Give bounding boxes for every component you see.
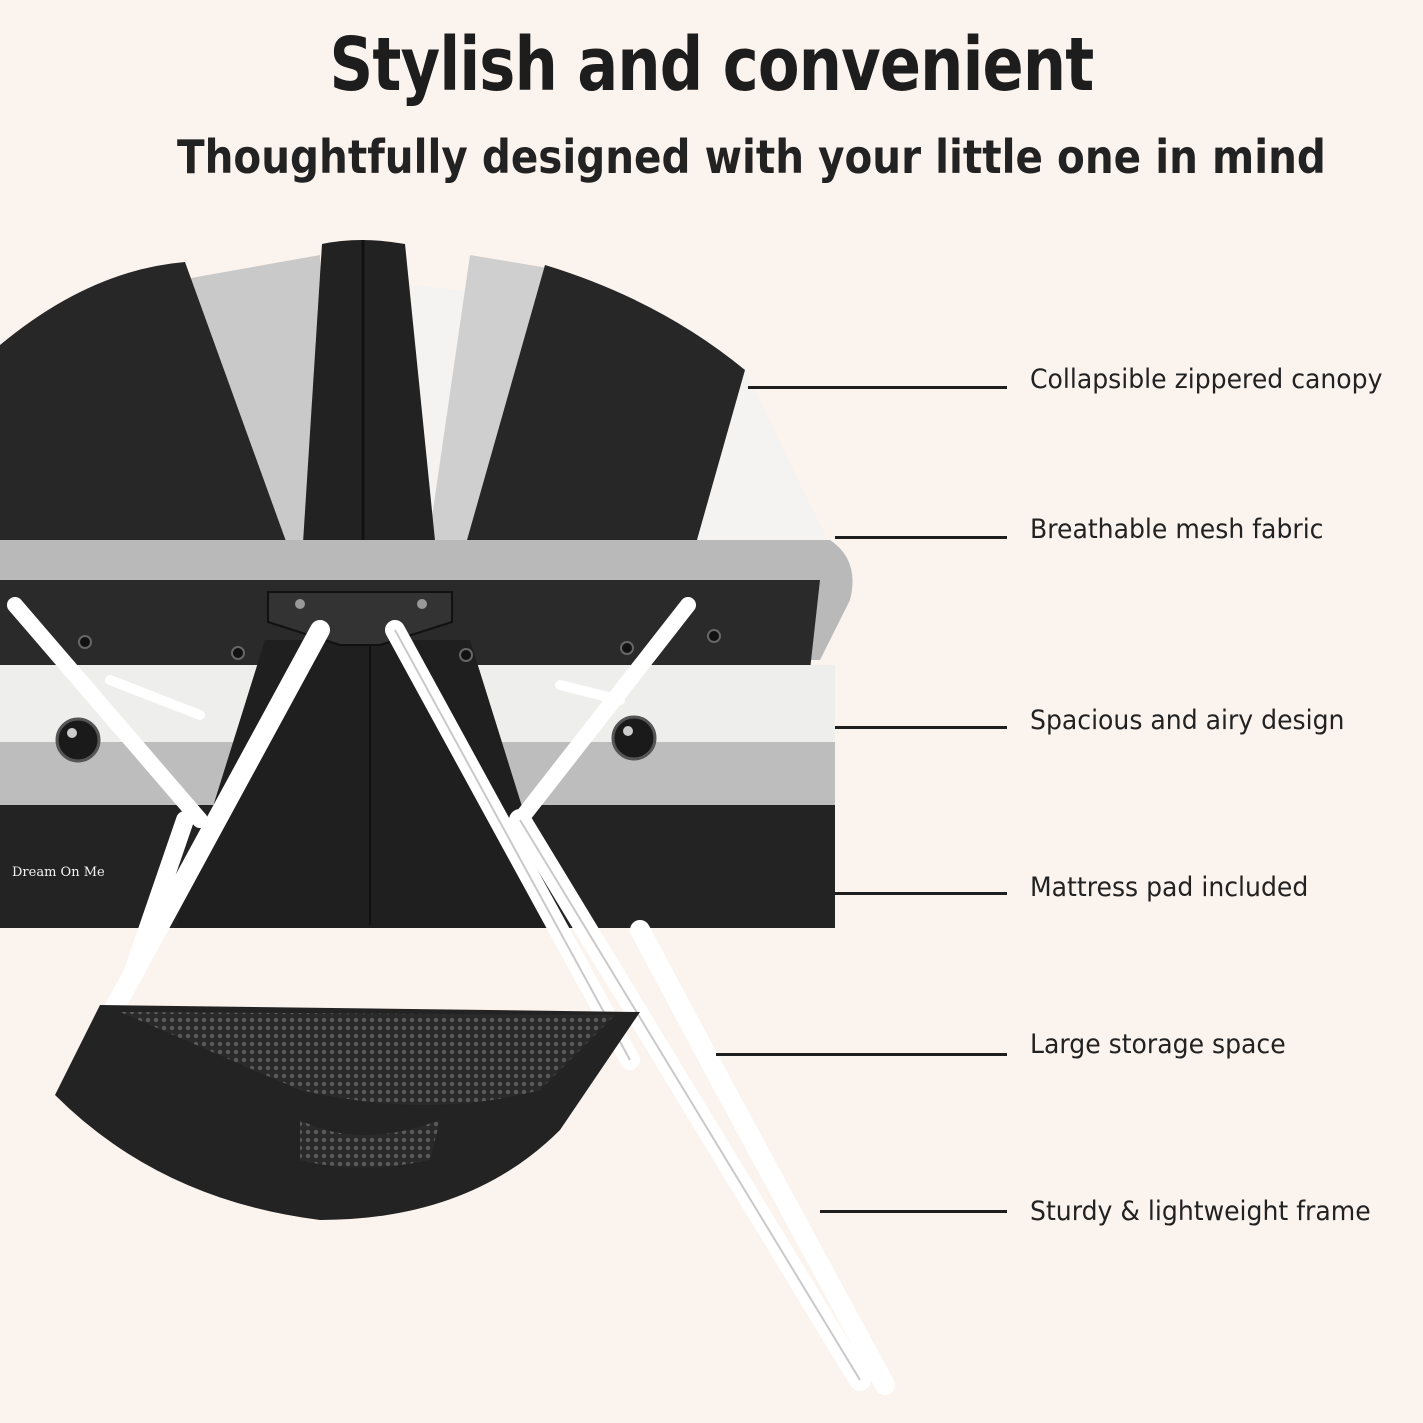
canopy-panel-center — [300, 240, 440, 590]
feature-line-mattress — [835, 892, 1007, 895]
feature-line-canopy — [748, 386, 1007, 389]
brand-logo: Dream On Me — [12, 865, 105, 880]
feature-label-canopy: Collapsible zippered canopy — [1030, 364, 1383, 395]
page-subtitle: Thoughtfully designed with your little o… — [176, 130, 1326, 184]
feature-label-storage: Large storage space — [1030, 1029, 1286, 1060]
canopy-mesh-shade — [180, 255, 330, 600]
feature-label-mesh: Breathable mesh fabric — [1030, 514, 1324, 545]
feature-line-mesh — [835, 536, 1007, 539]
storage-basket-mesh — [120, 1012, 615, 1105]
feature-label-mattress: Mattress pad included — [1030, 872, 1309, 903]
page-title: Stylish and convenient — [329, 22, 1095, 108]
feature-label-frame: Sturdy & lightweight frame — [1030, 1196, 1371, 1227]
feature-line-frame — [820, 1210, 1007, 1213]
feature-line-storage — [716, 1053, 1007, 1056]
feature-label-spacious: Spacious and airy design — [1030, 705, 1345, 736]
canopy-panel-left — [0, 262, 300, 605]
feature-line-spacious — [835, 726, 1007, 729]
left-knob — [55, 717, 101, 763]
right-knob — [611, 715, 657, 761]
canopy-panel-right — [450, 265, 745, 600]
